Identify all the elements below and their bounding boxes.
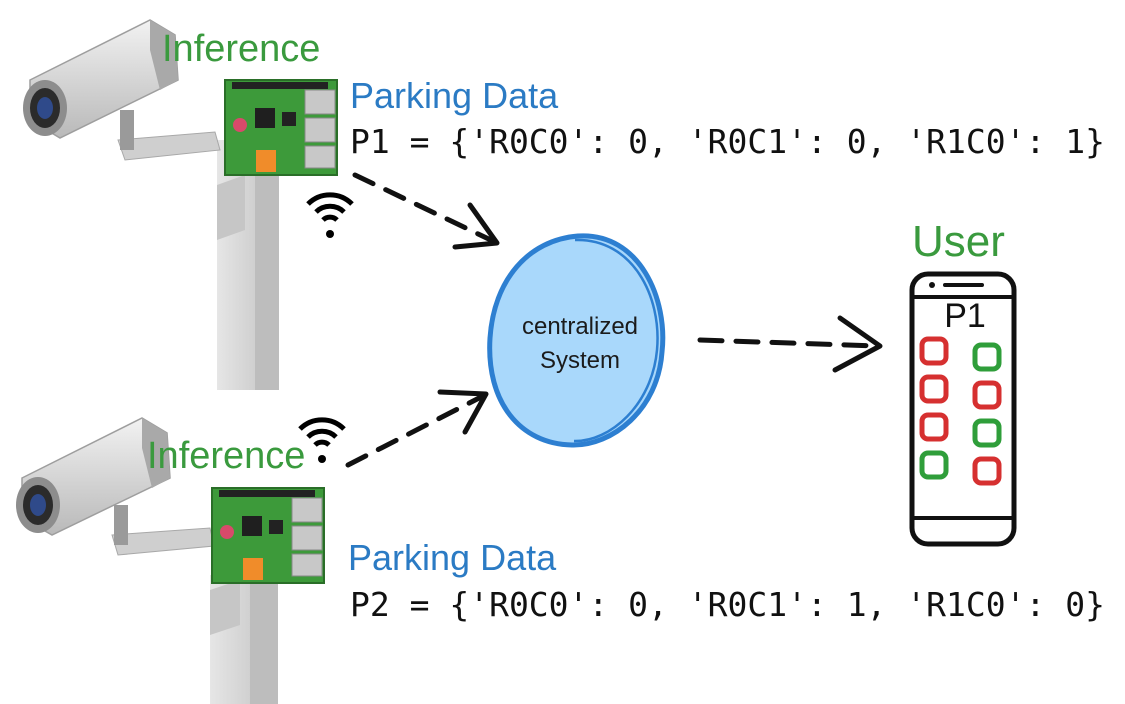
centralized-label-line2: System	[539, 346, 620, 374]
centralized-system-label: centralized System	[500, 310, 660, 377]
raspberry-pi-board-icon	[211, 487, 325, 584]
inference-label-top: Inference	[162, 28, 321, 70]
raspberry-pi-board-icon	[224, 79, 338, 176]
centralized-label-line1: centralized	[521, 313, 639, 340]
parking-slot-red	[972, 380, 1002, 410]
arrow-icon	[352, 172, 500, 250]
parking-slot-red	[919, 412, 949, 442]
camera-pole-bottom	[111, 505, 278, 704]
centralized-system-node	[487, 233, 666, 448]
camera-pole-top	[117, 110, 279, 390]
wifi-icon	[306, 192, 354, 238]
camera-icon	[16, 417, 171, 536]
parking-slot-red	[919, 336, 949, 366]
parking-slot-green	[919, 450, 949, 480]
parking-data-p1: P1 = {'R0C0': 0, 'R0C1': 0, 'R1C0': 1}	[350, 122, 1105, 161]
parking-slot-red	[919, 374, 949, 404]
inference-label-bottom: Inference	[147, 435, 306, 477]
parking-slot-green	[972, 418, 1002, 448]
parking-slot-green	[972, 342, 1002, 372]
camera-icon	[23, 19, 179, 139]
arrow-icon	[697, 315, 883, 373]
arrow-icon	[345, 389, 489, 468]
parking-data-label-bottom: Parking Data	[348, 537, 557, 578]
parking-slot-red	[972, 456, 1002, 486]
phone-screen-title: P1	[944, 297, 986, 335]
parking-slots-grid	[919, 336, 1002, 486]
user-label: User	[912, 217, 1005, 266]
wifi-icon	[298, 417, 346, 463]
parking-data-label-top: Parking Data	[350, 75, 559, 116]
parking-data-p2: P2 = {'R0C0': 0, 'R0C1': 1, 'R1C0': 0}	[350, 585, 1105, 624]
